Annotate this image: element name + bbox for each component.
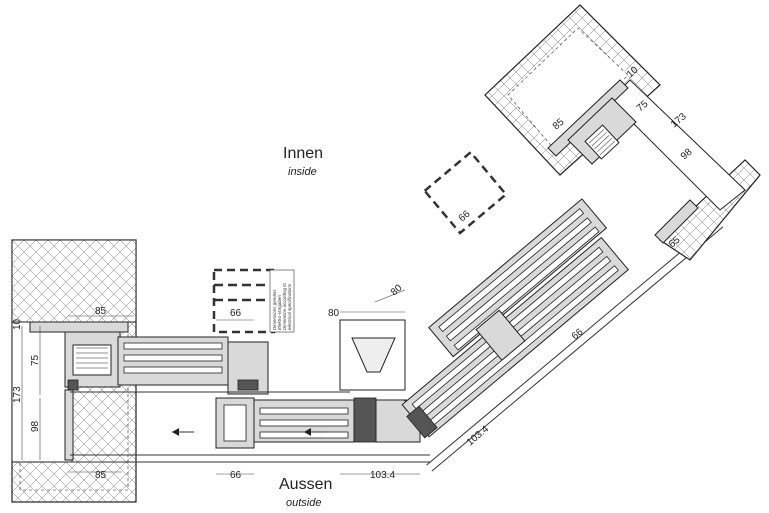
dim-66-top: 66 [230,308,242,319]
note-line-1: Dimensions gemäss [272,289,277,330]
dim-80-horizontal: 80 [328,308,340,319]
sliding-sash-lower [215,397,421,449]
electrical-note: Dimensions gemäss Elektro-Vorgaben Dimen… [272,282,292,330]
open-position-upper-diagonal [422,150,508,235]
left-dimensions [21,315,420,475]
dim-75-left: 75 [30,354,41,366]
note-line-3: Dimension according to [282,282,287,330]
left-frame [29,321,129,461]
dim-80-diagonal: 80 [389,282,405,298]
dim-98-left: 98 [30,420,41,432]
dim-103-4-diagonal: 103.4 [465,424,492,449]
left-sash [70,336,430,463]
dim-103-4-bottom: 103.4 [370,470,395,481]
label-outside-de: Aussen [279,476,332,493]
diagonal-assembly [401,198,724,472]
label-outside-en: outside [286,497,321,509]
label-inside-de: Innen [283,145,323,162]
note-line-4: electrical specifications [287,283,292,330]
open-position-top-left [212,268,295,334]
right-wall [484,4,761,261]
dim-66-upper-diagonal: 66 [457,208,473,224]
right-frame [547,79,699,244]
dim-173-left: 173 [12,386,23,403]
label-inside-en: inside [288,166,317,178]
dim-10-left: 10 [12,318,23,330]
dim-66-diagonal: 66 [570,326,586,342]
corner-post [339,289,406,391]
dim-85-top-left: 85 [95,306,107,317]
note-line-2: Elektro-Vorgaben [277,295,282,330]
dim-66-bottom: 66 [230,470,242,481]
dim-85-bottom-left: 85 [95,470,107,481]
